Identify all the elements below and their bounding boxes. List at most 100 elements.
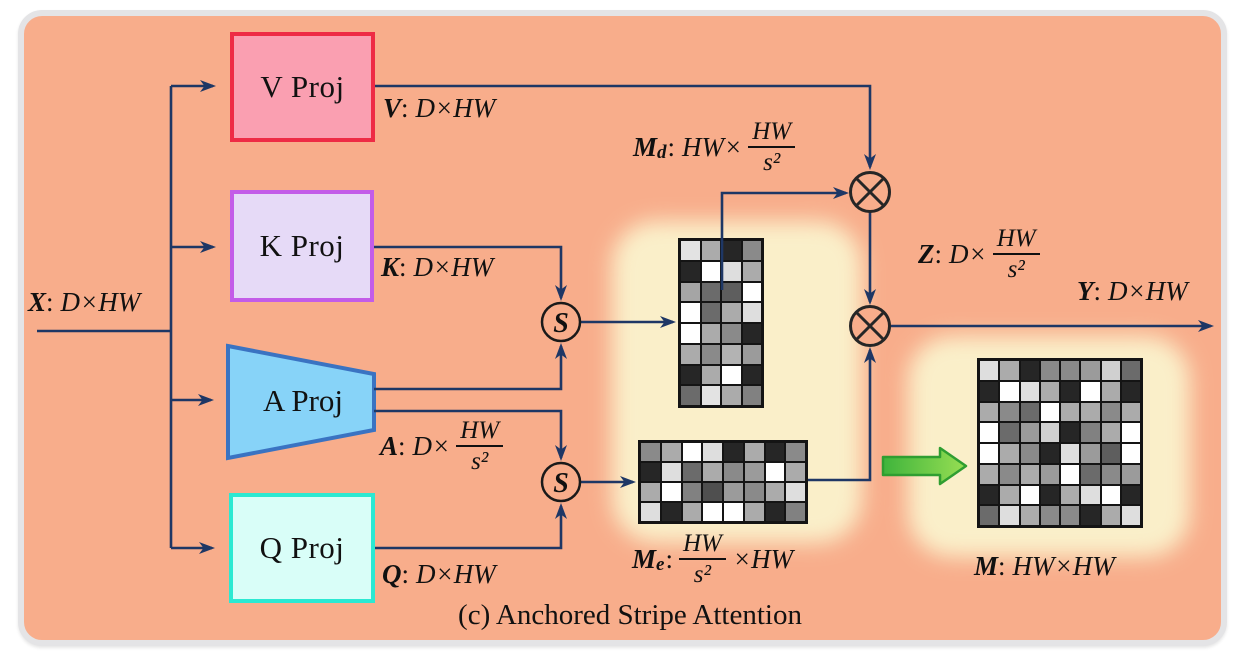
matrix-cell <box>722 282 741 302</box>
matrix-cell <box>1101 485 1120 505</box>
matrix-cell <box>1121 444 1140 463</box>
matrix-cell <box>742 261 761 281</box>
matrix-cell <box>724 503 743 521</box>
matrix-cell <box>661 443 681 461</box>
matrix-cell <box>722 241 741 260</box>
a-proj-label: A Proj <box>262 383 344 418</box>
matrix-cell <box>1121 423 1140 442</box>
matrix-cell <box>1020 444 1039 463</box>
matrix-cell <box>1081 444 1100 463</box>
matrix-cell <box>1020 361 1039 380</box>
matrix-cell <box>1081 506 1100 525</box>
matrix-cell <box>681 241 700 260</box>
k-proj-box: K Proj <box>230 190 374 302</box>
matrix-cell <box>1040 381 1059 401</box>
matrix-cell <box>1040 423 1059 442</box>
label-y: Y:D×HW <box>1077 276 1188 306</box>
matrix-cell <box>681 324 700 343</box>
matrix-cell <box>1020 506 1039 525</box>
matrix-cell <box>1121 402 1140 422</box>
matrix-cell <box>722 386 741 405</box>
matrix-cell <box>1061 506 1080 525</box>
matrix-cell <box>681 303 700 322</box>
matrix-cell <box>722 303 741 322</box>
matrix-cell <box>1101 423 1120 442</box>
matrix-cell <box>1000 444 1019 463</box>
matrix-cell <box>742 324 761 343</box>
figure-caption: (c) Anchored Stripe Attention <box>458 599 802 631</box>
matrix-cell <box>1000 506 1019 525</box>
matrix-cell <box>1061 444 1080 463</box>
label-m: M:HW×HW <box>974 551 1115 581</box>
matrix-cell <box>1061 485 1080 505</box>
matrix-cell <box>1020 464 1039 484</box>
matrix-cell <box>1121 381 1140 401</box>
matrix-cell <box>786 483 805 501</box>
v-proj-box: V Proj <box>230 32 375 142</box>
v-proj-label: V Proj <box>260 69 345 104</box>
matrix-cell <box>980 485 999 505</box>
matrix-cell <box>742 365 761 385</box>
matrix-cell <box>1020 381 1039 401</box>
matrix-cell <box>722 324 741 343</box>
matrix-cell <box>701 365 720 385</box>
matrix-cell <box>1000 485 1019 505</box>
matrix-cell <box>641 483 660 501</box>
matrix-cell <box>703 503 722 521</box>
matrix-cell <box>724 463 743 481</box>
matrix-cell <box>744 463 764 481</box>
matrix-cell <box>701 324 720 343</box>
matrix-cell <box>980 444 999 463</box>
matrix-cell <box>641 463 660 481</box>
matrix-cell <box>681 261 700 281</box>
matrix-cell <box>786 503 805 521</box>
matrix-cell <box>681 365 700 385</box>
matrix-cell <box>1061 402 1080 422</box>
q-proj-box: Q Proj <box>229 493 375 603</box>
matrix-cell <box>701 282 720 302</box>
matrix-cell <box>1081 485 1100 505</box>
matrix-cell <box>1000 464 1019 484</box>
matrix-cell <box>1121 506 1140 525</box>
matrix-cell <box>765 443 785 461</box>
matrix-cell <box>1061 423 1080 442</box>
matrix-cell <box>765 463 785 481</box>
matrix-cell <box>724 443 743 461</box>
matrix-cell <box>661 463 681 481</box>
label-q: Q:D×HW <box>382 559 496 589</box>
matrix-cell <box>641 443 660 461</box>
matrix-cell <box>980 464 999 484</box>
matrix-cell <box>1061 464 1080 484</box>
matrix-cell <box>1040 485 1059 505</box>
matrix-cell <box>682 503 702 521</box>
matrix-cell <box>742 241 761 260</box>
matrix-cell <box>1101 506 1120 525</box>
matrix-cell <box>701 344 720 364</box>
matrix-cell <box>1040 402 1059 422</box>
matrix-cell <box>742 282 761 302</box>
matrix-cell <box>1081 381 1100 401</box>
k-proj-label: K Proj <box>259 228 345 263</box>
matrix-cell <box>701 386 720 405</box>
matrix-cell <box>701 241 720 260</box>
matrix-cell <box>703 483 722 501</box>
matrix-cell <box>1101 361 1120 380</box>
matrix-cell <box>1101 381 1120 401</box>
matrix-cell <box>765 483 785 501</box>
matrix-cell <box>1061 381 1080 401</box>
matrix-cell <box>1000 381 1019 401</box>
matrix-cell <box>681 386 700 405</box>
matrix-cell <box>681 282 700 302</box>
matrix-cell <box>1121 485 1140 505</box>
matrix-cell <box>701 303 720 322</box>
matrix-cell <box>641 503 660 521</box>
matrix-cell <box>1040 464 1059 484</box>
matrix-cell <box>980 361 999 380</box>
matrix-cell <box>681 344 700 364</box>
matrix-cell <box>744 483 764 501</box>
